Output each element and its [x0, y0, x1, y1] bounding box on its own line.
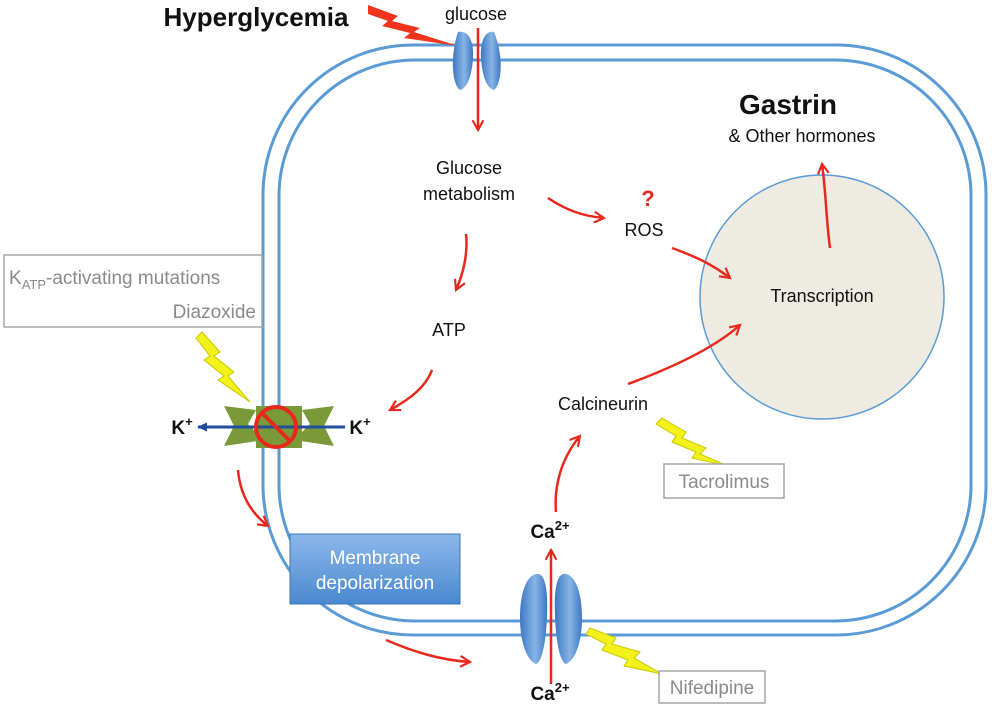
gastrin-label: Gastrin	[739, 89, 837, 120]
cell-membrane	[261, 43, 988, 637]
diazoxide-label: Diazoxide	[173, 302, 256, 323]
calcium-intracellular-label: Ca2+	[530, 518, 570, 543]
nucleus	[699, 174, 945, 420]
atp-label: ATP	[432, 320, 466, 340]
ros-label: ROS	[624, 220, 663, 240]
glucose-metabolism-label-1: Glucose	[436, 158, 502, 178]
nifedipine-box	[658, 670, 766, 704]
transcription-label: Transcription	[770, 286, 873, 306]
membrane-depolarization-label-1: Membrane	[330, 548, 421, 569]
title: Hyperglycemia	[164, 2, 350, 32]
tacrolimus-label: Tacrolimus	[679, 472, 770, 493]
glucose-metabolism-label-2: metabolism	[423, 184, 515, 204]
nifedipine-label: Nifedipine	[670, 678, 755, 699]
glucose-label: glucose	[445, 4, 507, 24]
tacrolimus-box	[663, 463, 785, 499]
nifedipine-bolt-icon	[585, 627, 663, 675]
diazoxide-bolt-icon	[195, 331, 251, 403]
other-hormones-label: & Other hormones	[728, 126, 875, 146]
potassium-left-label: K+	[171, 414, 193, 439]
potassium-right-label: K+	[349, 414, 371, 439]
calcineurin-label: Calcineurin	[558, 394, 648, 414]
calcium-extracellular-label: Ca2+	[530, 680, 570, 705]
hyperglycemia-bolt-icon	[368, 5, 458, 46]
katp-mutations-label: KATP-activating mutations	[9, 268, 220, 292]
ros-question-mark: ?	[641, 186, 654, 211]
katp-inhibitor-box	[3, 254, 263, 328]
glucose-transporter-icon	[452, 31, 501, 90]
prohibition-icon	[254, 405, 298, 449]
tacrolimus-bolt-icon	[655, 417, 729, 467]
membrane-depolarization-box	[289, 533, 461, 605]
calcium-channel-icon	[520, 573, 582, 664]
pathway-arrows	[236, 28, 832, 684]
membrane-depolarization-label-2: depolarization	[316, 573, 434, 594]
